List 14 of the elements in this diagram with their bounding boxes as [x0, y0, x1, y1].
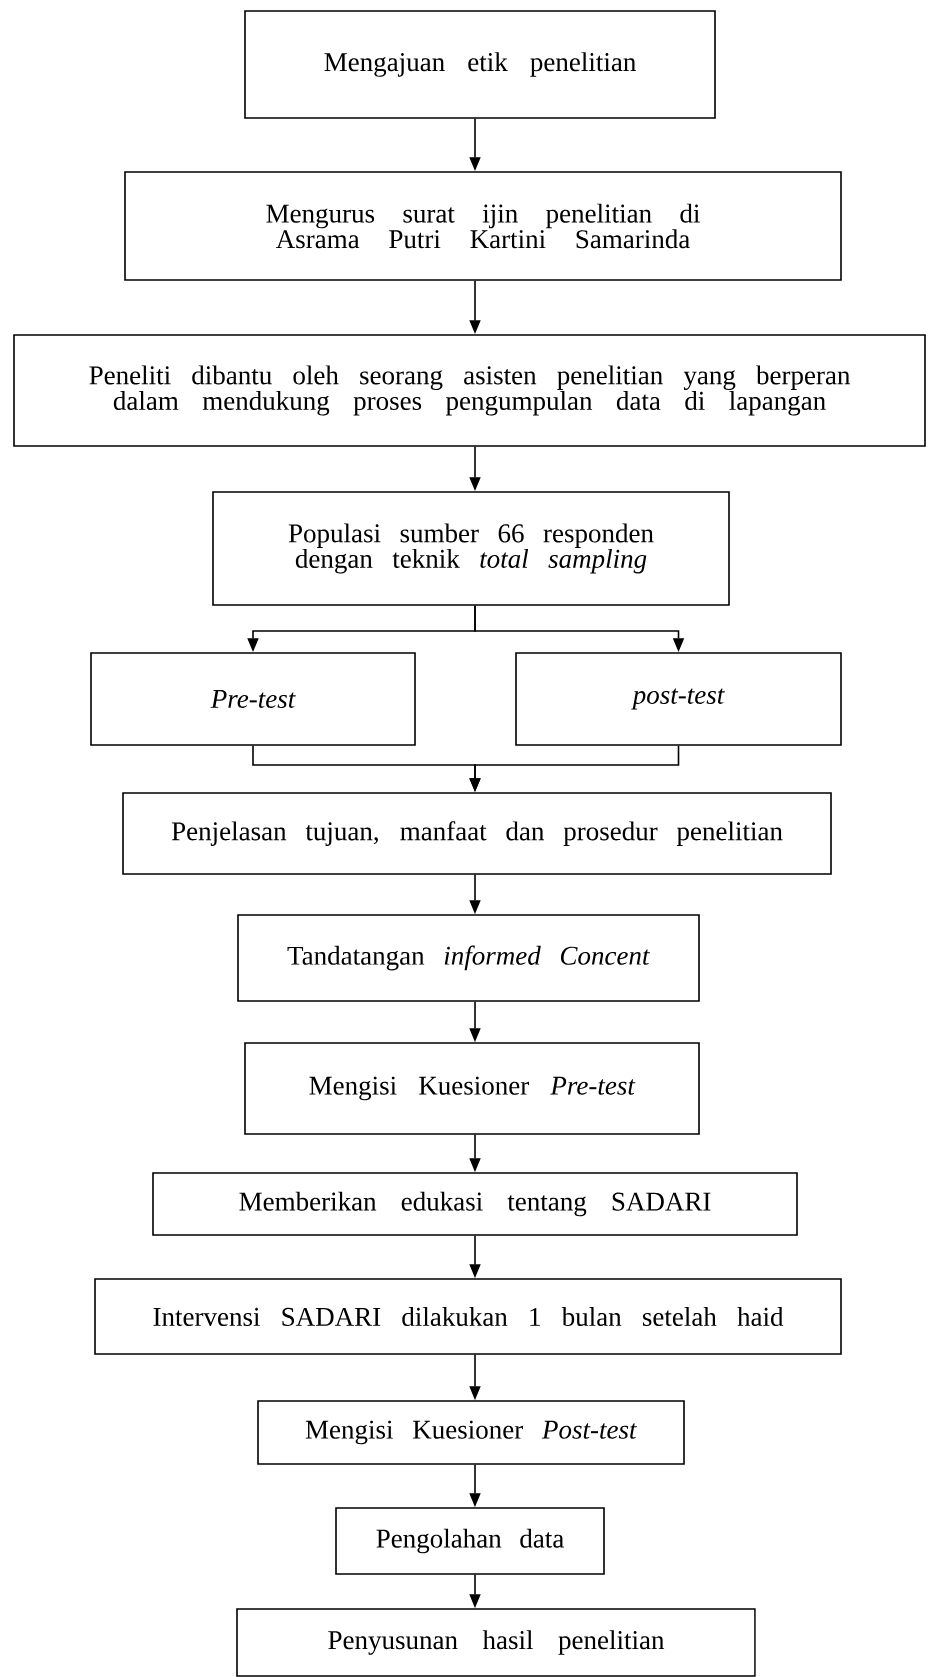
process-box: Populasi sumber 66 responden dengan teknik total sampling [212, 491, 730, 606]
process-box: Tandatangan informed Concent [237, 914, 700, 1002]
process-box: post-test [515, 652, 842, 746]
process-box: Mengisi Kuesioner Post-test [257, 1400, 685, 1465]
process-box: Penyusunan hasil penelitian [236, 1608, 756, 1677]
process-box: Intervensi SADARI dilakukan 1 bulan setelah haid [94, 1278, 842, 1355]
process-box: Penjelasan tujuan, manfaat dan prosedur penelitian [122, 792, 832, 875]
process-box: Pre-test [90, 652, 416, 746]
process-box: Memberikan edukasi tentang SADARI [152, 1172, 798, 1236]
process-box: Mengajuan etik penelitian [244, 10, 716, 119]
process-box: Pengolahan data [335, 1507, 605, 1575]
process-box: Peneliti dibantu oleh seorang asisten penelitian yang berperan dalam mendukung proses pengumpulan data di lapangan [13, 334, 926, 447]
process-box: Mengurus surat ijin penelitian di Asrama Putri Kartini Samarinda [124, 171, 842, 281]
process-box: Mengisi Kuesioner Pre-test [244, 1042, 700, 1135]
